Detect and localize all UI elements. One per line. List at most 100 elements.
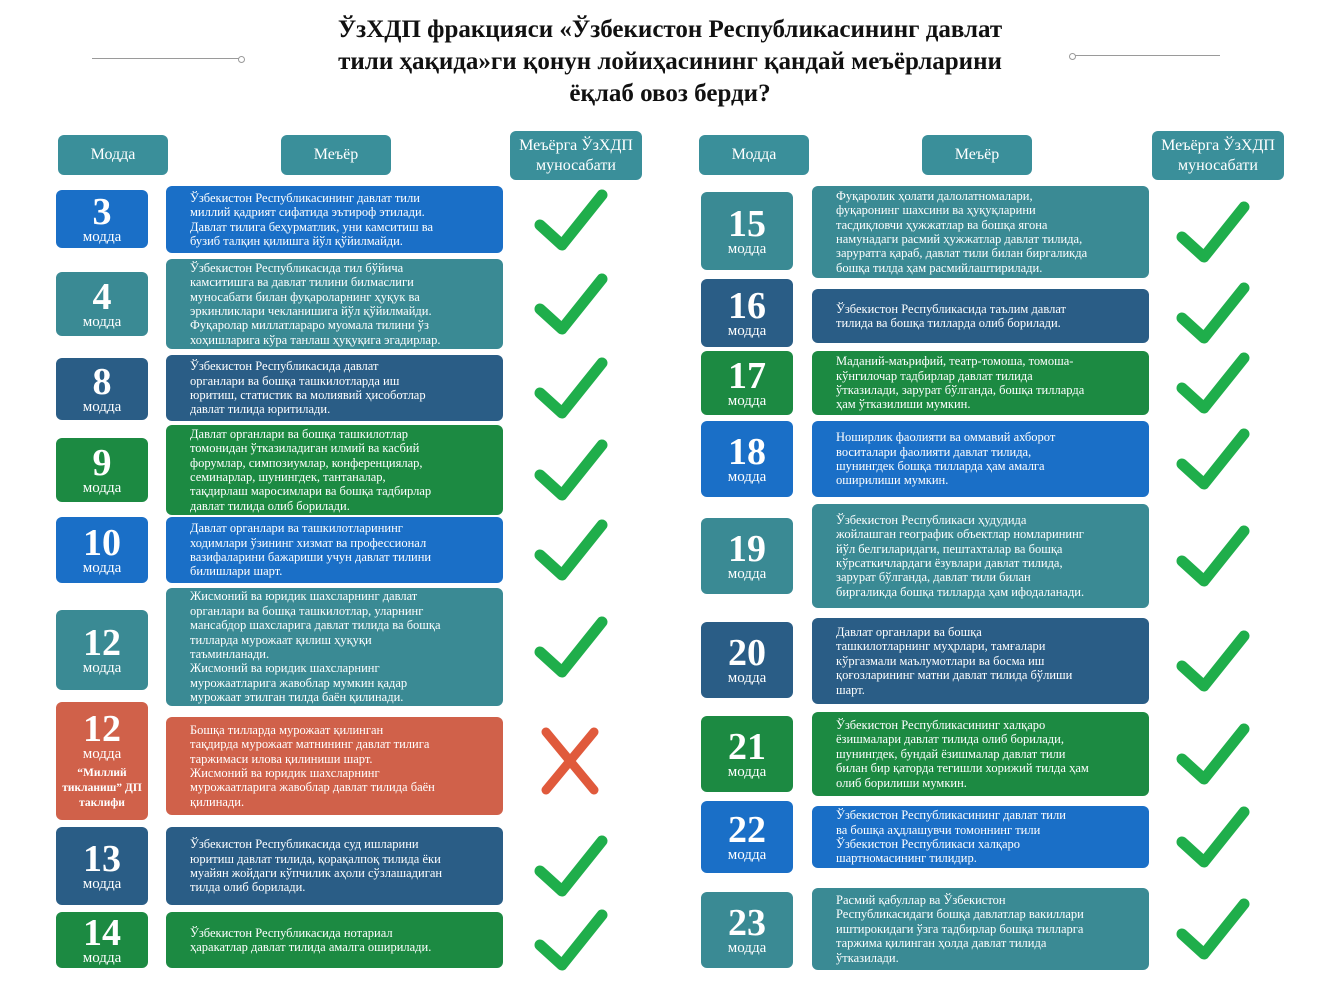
header-article-left: Модда — [58, 135, 168, 175]
check-icon — [530, 269, 610, 339]
norm-text: Фуқаролик ҳолати далолатномалари, фуқаро… — [812, 186, 1149, 278]
article-number: 4 — [92, 275, 112, 318]
header-article-right: Модда — [699, 135, 809, 175]
norm-text: Ўзбекистон Республикасининг давлат тили … — [166, 186, 503, 253]
article-number: 17 — [728, 354, 766, 397]
article-number: 8 — [92, 360, 112, 403]
check-icon — [1172, 424, 1252, 494]
header-norm-right: Меъёр — [922, 135, 1032, 175]
article-word: модда — [82, 559, 122, 576]
check-icon — [1172, 894, 1252, 964]
check-icon — [1172, 626, 1252, 696]
article-word: модда — [727, 322, 767, 339]
article-word: модда — [727, 939, 767, 956]
article-number: 18 — [728, 430, 766, 473]
norm-text: Расмий қабуллар ва Ўзбекистон Республика… — [812, 888, 1149, 970]
norm-text: Ўзбекистон Республикасининг халқаро ёзиш… — [812, 712, 1149, 796]
article-word: модда — [727, 392, 767, 409]
article-word: модда — [82, 875, 122, 892]
check-icon — [1172, 719, 1252, 789]
article-number: 14 — [83, 911, 121, 954]
check-icon — [1172, 521, 1252, 591]
check-icon — [1172, 348, 1252, 418]
check-icon — [530, 905, 610, 975]
article-number: 3 — [92, 190, 112, 233]
article-word: модда — [82, 746, 122, 762]
article-number: 20 — [728, 631, 766, 674]
article-number: 15 — [728, 202, 766, 245]
article-word: модда — [727, 763, 767, 780]
check-icon — [530, 435, 610, 505]
article-word: модда — [727, 846, 767, 863]
article-word: модда — [82, 479, 122, 496]
norm-text: Ўзбекистон Республикасида нотариал ҳарак… — [166, 912, 503, 968]
norm-text: Ўзбекистон Республикасида суд ишларини ю… — [166, 827, 503, 905]
norm-text: Давлат органлари ва бошқа ташкилотларнин… — [812, 618, 1149, 704]
article-number: 9 — [92, 441, 112, 484]
check-icon — [530, 185, 610, 255]
check-icon — [1172, 802, 1252, 872]
article-word: модда — [727, 565, 767, 582]
proposal-note: “Миллий тикланиш” ДП таклифи — [62, 767, 142, 809]
header-attitude-left: Меъёрга ЎзХДП муносабати — [510, 131, 642, 180]
article-word: модда — [727, 669, 767, 686]
header-attitude-right: Меъёрга ЎзХДП муносабати — [1152, 131, 1284, 180]
norm-text: Маданий-маърифий, театр-томоша, томоша- … — [812, 351, 1149, 415]
check-icon — [530, 515, 610, 585]
article-number: 10 — [83, 521, 121, 564]
article-number: 22 — [728, 808, 766, 851]
article-word: модда — [82, 949, 122, 966]
article-number: 19 — [728, 527, 766, 570]
norm-text: Ўзбекистон Республикасида давлат органла… — [166, 355, 503, 421]
norm-text: Ўзбекистон Республикасида тил бўйича кам… — [166, 259, 503, 349]
article-number: 23 — [728, 901, 766, 944]
norm-text: Жисмоний ва юридик шахсларнинг давлат ор… — [166, 588, 503, 706]
article-word: модда — [82, 398, 122, 415]
article-number: 16 — [728, 284, 766, 327]
title-divider-right — [1069, 53, 1220, 60]
article-number: 13 — [83, 837, 121, 880]
article-word: модда — [82, 228, 122, 245]
header-norm-left: Меъёр — [281, 135, 391, 175]
check-icon — [1172, 278, 1252, 348]
title-divider-left — [92, 56, 245, 63]
check-icon — [1172, 197, 1252, 267]
norm-text: Давлат органлари ва ташкилотларининг ход… — [166, 517, 503, 583]
cross-icon — [530, 726, 610, 796]
norm-text: Ноширлик фаолияти ва оммавий ахборот вос… — [812, 421, 1149, 497]
norm-text: Ўзбекистон Республикасида таълим давлат … — [812, 289, 1149, 343]
article-number: 21 — [728, 725, 766, 768]
article-number: 12 — [83, 708, 121, 750]
norm-text: Давлат органлари ва бошқа ташкилотлар то… — [166, 425, 503, 515]
norm-text: Ўзбекистон Республикасининг давлат тили … — [812, 806, 1149, 868]
page-title: ЎзХДП фракцияси «Ўзбекистон Республикаси… — [337, 16, 1003, 107]
article-word: модда — [727, 468, 767, 485]
check-icon — [530, 612, 610, 682]
article-number: 12 — [83, 621, 121, 664]
norm-text: Ўзбекистон Республикаси ҳудудида жойлашг… — [812, 504, 1149, 608]
check-icon — [530, 353, 610, 423]
check-icon — [530, 831, 610, 901]
article-word: модда — [82, 313, 122, 330]
article-word: модда — [727, 240, 767, 257]
norm-text: Бошқа тилларда мурожаат қилинган тақдирд… — [166, 717, 503, 815]
article-word: модда — [82, 659, 122, 676]
